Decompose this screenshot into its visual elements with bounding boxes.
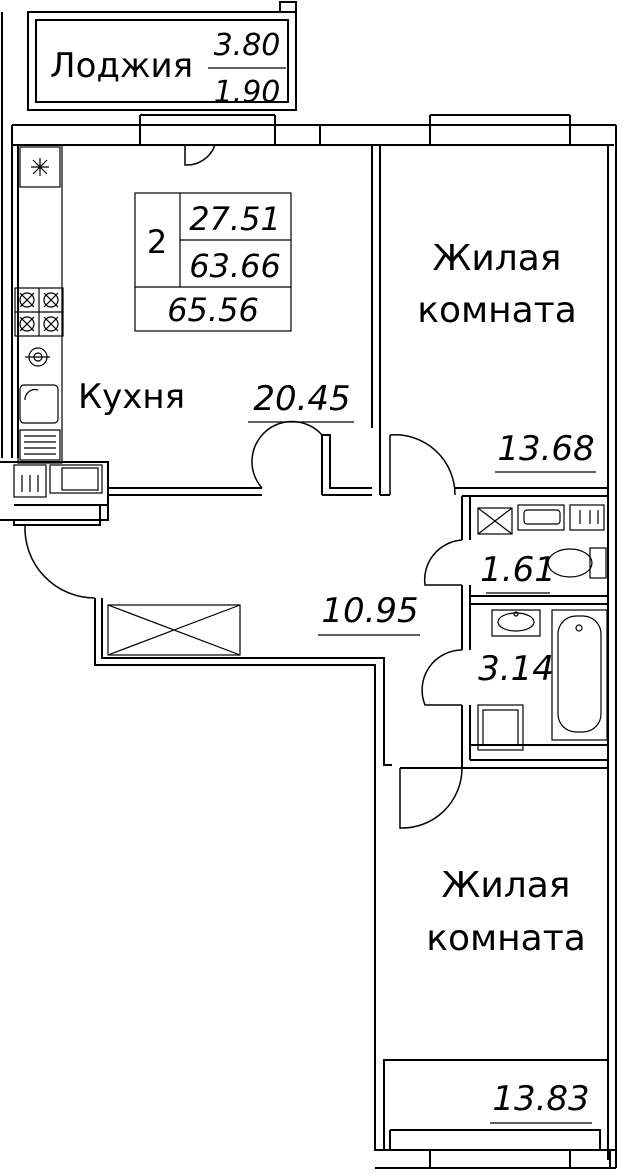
loggia-area-full: 3.80 [214, 28, 281, 63]
tap-icon [25, 347, 50, 367]
room-bottom-name-line2: комната [426, 918, 586, 959]
total-area-with-loggia: 65.56 [167, 291, 259, 329]
cooktop-icon [14, 287, 64, 337]
kitchen-area: 20.45 [253, 379, 350, 419]
room-bottom-name-line1: Жилая [442, 865, 571, 906]
loggia-name: Лоджия [50, 46, 193, 86]
doors [24, 144, 463, 829]
loggia-area-reduced: 1.90 [214, 75, 281, 110]
wc-area: 1.61 [480, 550, 556, 590]
kitchen-name: Кухня [78, 377, 185, 417]
room-top-name-line1: Жилая [433, 238, 562, 279]
bathroom-sink-icon [491, 609, 541, 637]
hall-area: 10.95 [321, 591, 418, 631]
kitchen-sink-icon [19, 384, 59, 424]
room-top-area: 13.68 [497, 429, 594, 469]
fixtures [13, 144, 608, 751]
bathroom-area: 3.14 [478, 649, 554, 689]
vent-icon [31, 158, 49, 176]
bathtub-icon [551, 609, 608, 741]
summary-table: 2 27.51 63.66 65.56 [134, 192, 292, 332]
room-bottom-area: 13.83 [492, 1079, 589, 1119]
room-top-name-line2: комната [417, 290, 577, 331]
toilet-icon [547, 547, 607, 579]
total-area: 63.66 [189, 247, 281, 285]
loggia-label: Лоджия 3.80 1.90 [50, 28, 286, 110]
rooms-count: 2 [147, 223, 167, 261]
living-area: 27.51 [189, 200, 281, 238]
